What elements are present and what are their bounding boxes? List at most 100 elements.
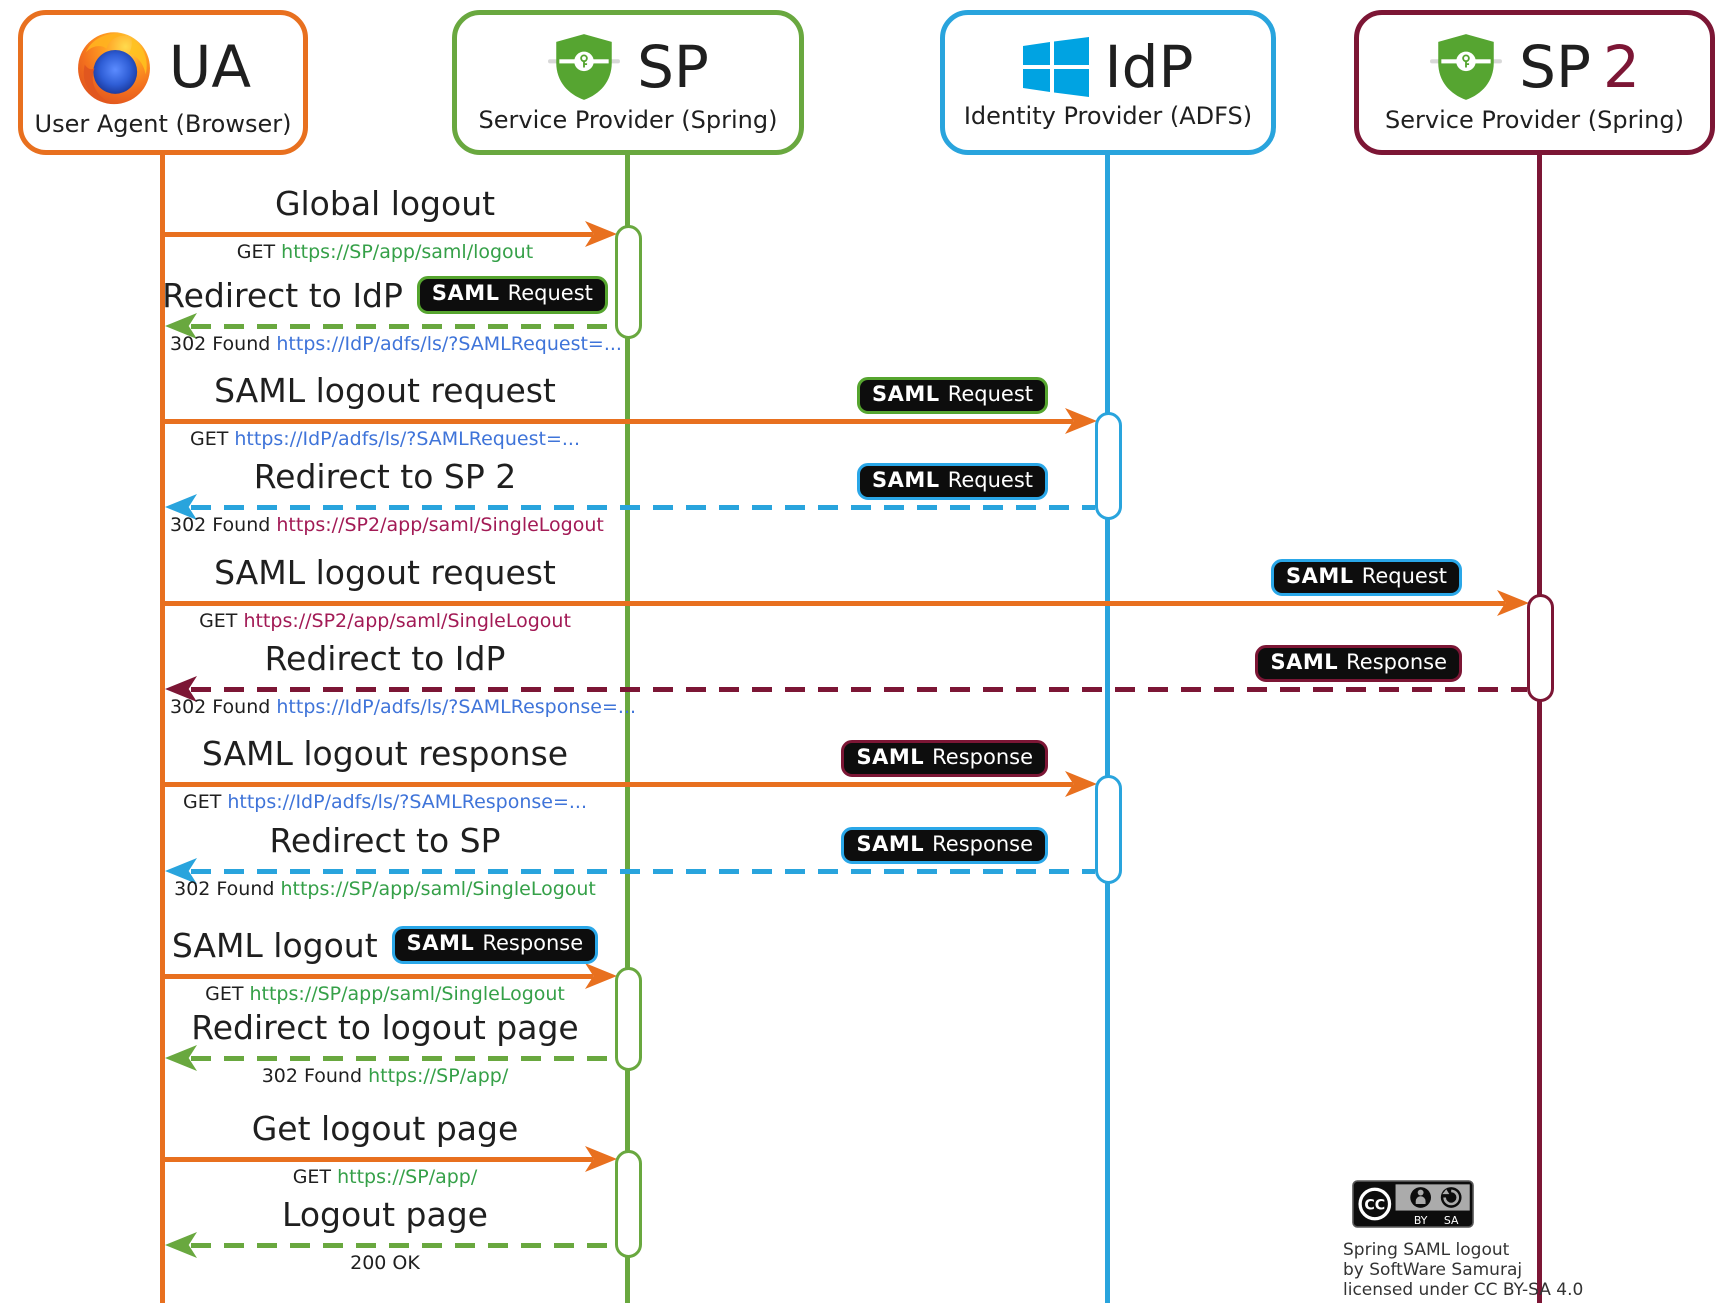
message-title: Redirect to IdP (170, 633, 600, 683)
participant-name: Service Provider (Spring) (478, 105, 778, 134)
participant-abbr-text: SP (1519, 32, 1591, 101)
message-detail: 302 Found https://IdP/adfs/ls/?SAMLRespo… (170, 696, 636, 718)
message-title: SAML logout response (170, 728, 600, 778)
message-detail-prefix: GET (205, 983, 250, 1005)
participant-name: Service Provider (Spring) (1385, 105, 1684, 134)
badge-bold-text: SAML (1270, 650, 1339, 674)
message-url: https://IdP/adfs/ls/?SAMLResponse=... (276, 696, 637, 718)
message-title-text: Redirect to IdP (162, 275, 403, 315)
cc-by-sa-badge: CC BY SA (1345, 1180, 1481, 1232)
message-arrow-line (165, 782, 1073, 787)
participant-name: User Agent (Browser) (34, 109, 292, 138)
svg-text:SA: SA (1444, 1214, 1459, 1227)
participant-abbr: UA (169, 38, 251, 96)
participant-abbr-suffix: 2 (1602, 32, 1640, 101)
participant-name: Identity Provider (ADFS) (963, 101, 1253, 130)
activation-idp-4 (1095, 775, 1122, 884)
message-url: https://IdP/adfs/ls/?SAMLResponse=... (227, 791, 588, 813)
activation-sp2-3 (1527, 594, 1554, 702)
participant-header: UA (75, 28, 251, 106)
message-detail-prefix: 302 Found (170, 696, 277, 718)
badge-bold-text: SAML (872, 382, 940, 406)
badge-text: Response (932, 832, 1033, 856)
participant-abbr: SP (637, 38, 709, 96)
lifeline-sp2 (1537, 153, 1542, 1303)
message-detail-prefix: GET (236, 241, 282, 263)
message-url: https://SP2/app/saml/SingleLogout (276, 514, 604, 536)
badge-text: Response (1346, 650, 1447, 674)
message-url: https://IdP/adfs/ls/?SAMLRequest=... (234, 428, 580, 450)
message-arrow-line (191, 1243, 615, 1248)
license-text-line: licensed under CC BY-SA 4.0 (1343, 1280, 1584, 1300)
firefox-icon (75, 28, 153, 106)
participant-header: IdP (1022, 36, 1193, 98)
message-detail-prefix: 302 Found (170, 333, 277, 355)
badge-bold-text: SAML (1286, 564, 1354, 588)
message-arrow-line (165, 419, 1073, 424)
lifeline-sp (625, 153, 630, 1303)
message-url: https://SP2/app/saml/SingleLogout (243, 610, 571, 632)
message-detail-prefix: 302 Found (170, 514, 277, 536)
badge-bold-text: SAML (856, 745, 925, 769)
message-title-text: SAML logout response (201, 733, 569, 773)
message-detail-prefix: GET (190, 428, 235, 450)
message-title: Redirect to SP (170, 815, 600, 865)
windows-icon (1022, 36, 1089, 98)
message-title-text: Redirect to IdP (264, 638, 506, 678)
message-arrow-line (165, 1157, 593, 1162)
message-detail: GET https://SP2/app/saml/SingleLogout (170, 610, 600, 632)
message-url: https://SP/app/saml/SingleLogout (249, 983, 565, 1005)
message-url: https://IdP/adfs/ls/?SAMLRequest=... (276, 333, 622, 355)
message-title: Logout page (170, 1189, 600, 1239)
message-title-text: SAML logout (171, 925, 378, 965)
badge-text: Request (947, 382, 1033, 406)
message-detail: 302 Found https://IdP/adfs/ls/?SAMLReque… (170, 333, 622, 355)
message-detail: 200 OK (170, 1252, 600, 1274)
message-detail: GET https://SP/app/saml/SingleLogout (170, 983, 600, 1005)
message-title-text: Global logout (274, 183, 496, 223)
message-url: https://SP/app/ (337, 1166, 478, 1188)
message-url: https://SP/app/saml/logout (281, 241, 534, 263)
message-title: Redirect to SP 2 (170, 451, 600, 501)
participant-abbr-text: UA (168, 32, 252, 101)
message-detail-prefix: 200 OK (350, 1252, 420, 1274)
message-detail: 302 Found https://SP/app/saml/SingleLogo… (170, 878, 600, 900)
message-title: Redirect to logout page (170, 1002, 600, 1052)
message-arrow-line (165, 974, 593, 979)
message-title-text: Redirect to SP (269, 820, 501, 860)
saml-request-badge: SAML Request (1271, 559, 1462, 597)
svg-text:CC: CC (1364, 1197, 1385, 1213)
badge-text: Response (482, 931, 584, 956)
badge-text: Request (947, 468, 1033, 492)
message-arrow-line (191, 505, 1095, 510)
message-arrow-line (165, 601, 1505, 606)
message-title-text: SAML logout request (214, 370, 556, 410)
participant-ua: UA User Agent (Browser) (18, 10, 308, 155)
message-detail: 302 Found https://SP/app/ (170, 1065, 600, 1087)
message-detail-prefix: GET (182, 791, 228, 813)
license-text-line: by SoftWare Samuraj (1343, 1260, 1523, 1280)
message-title-text: Get logout page (251, 1108, 519, 1148)
message-title-text: SAML logout request (214, 552, 556, 592)
license-text-line: Spring SAML logout (1343, 1240, 1510, 1260)
message-url: https://SP/app/saml/SingleLogout (280, 878, 596, 900)
participant-abbr-text: SP (637, 32, 709, 101)
message-detail-prefix: GET (199, 610, 244, 632)
badge-text: Request (1361, 564, 1447, 588)
message-arrow-line (191, 1056, 615, 1061)
badge-text: Request (507, 281, 593, 306)
message-title: Global logout (170, 178, 600, 228)
participant-sp: SP Service Provider (Spring) (452, 10, 804, 155)
activation-idp-2 (1095, 412, 1122, 520)
participant-idp: IdP Identity Provider (ADFS) (940, 10, 1276, 155)
message-title: SAML logout request (170, 547, 600, 597)
message-arrow-line (191, 324, 615, 329)
message-title: Get logout page (170, 1103, 600, 1153)
shield-icon (1429, 32, 1503, 102)
